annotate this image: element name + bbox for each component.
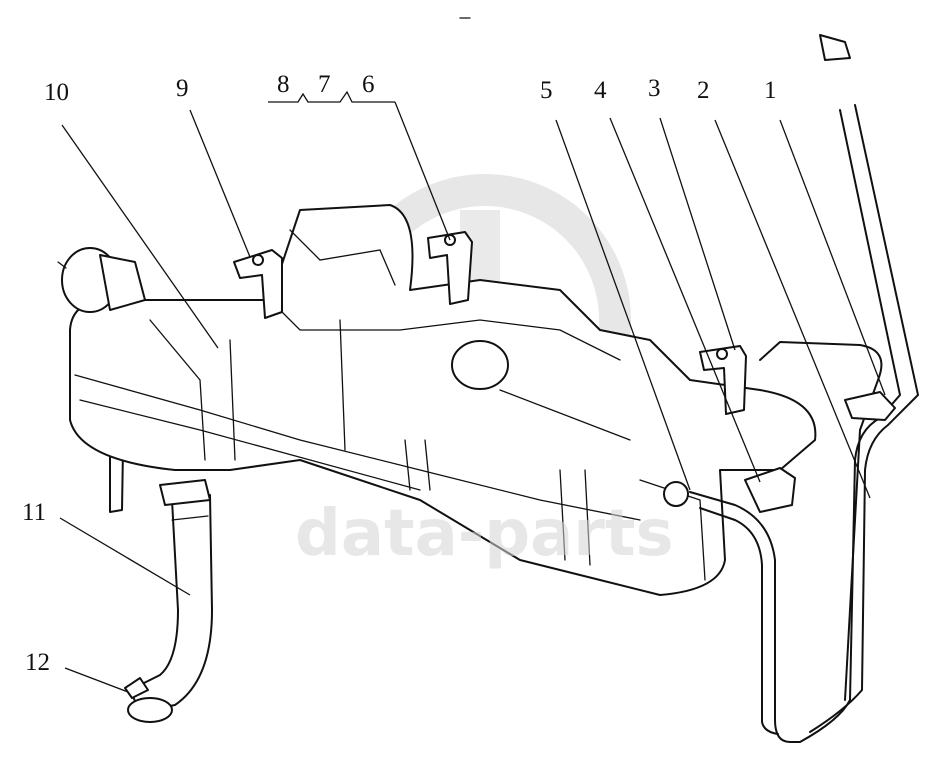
- leader-11: [59, 517, 191, 596]
- outlet-hose: [124, 479, 213, 723]
- callout-11: 11: [22, 499, 46, 526]
- watermark-text: data-parts: [295, 497, 674, 571]
- bracket-6: [427, 231, 473, 305]
- callout-6: 6: [362, 71, 375, 98]
- callout-12: 12: [25, 649, 50, 676]
- clamp-4: [744, 467, 796, 513]
- leader-lines: [59, 90, 886, 693]
- callout-9: 9: [176, 75, 189, 102]
- bracket-9: [233, 249, 283, 319]
- leader-1: [779, 119, 886, 396]
- leader-10: [61, 124, 219, 349]
- callout-4: 4: [594, 77, 607, 104]
- callout-1: 1: [764, 77, 777, 104]
- pressure-cap: [57, 247, 146, 313]
- leader-4: [609, 117, 761, 483]
- leader-6: [394, 101, 451, 241]
- callout-labels: 1 2 3 4 5 6 7 8 9 10 11 12: [22, 71, 777, 676]
- callout-5: 5: [540, 77, 553, 104]
- callout-2: 2: [697, 77, 710, 104]
- callout-8: 8: [277, 71, 290, 98]
- vent-hoses: [689, 34, 919, 743]
- callout-7: 7: [318, 71, 331, 98]
- leader-bracket-8-7-6: [268, 90, 395, 103]
- callout-3: 3: [648, 75, 661, 102]
- tank-body: [69, 204, 817, 596]
- leader-5: [555, 119, 691, 491]
- leader-2: [714, 119, 871, 499]
- leader-12: [64, 667, 129, 693]
- leader-9: [189, 109, 251, 258]
- callout-10: 10: [44, 79, 69, 106]
- leader-3: [659, 117, 736, 351]
